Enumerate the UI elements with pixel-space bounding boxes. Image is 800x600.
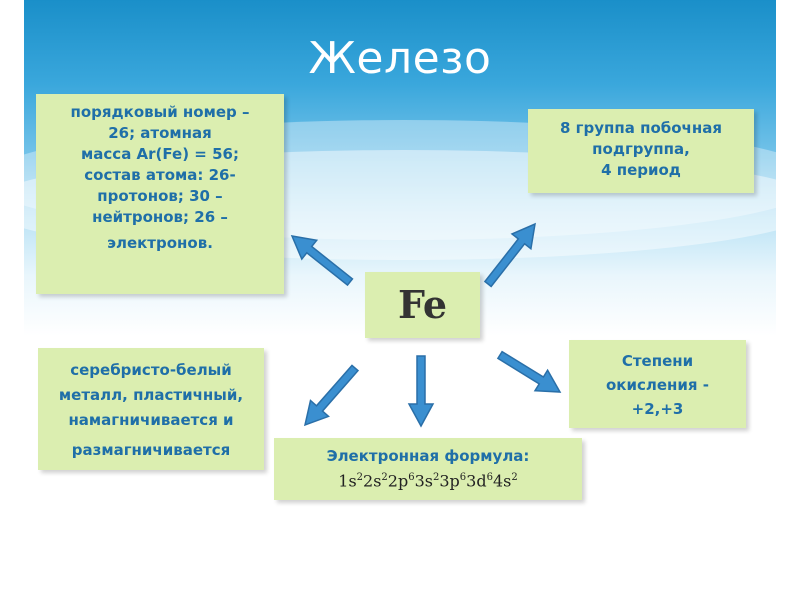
box-line: +2,+3: [631, 400, 684, 418]
box-line: Степени: [621, 352, 694, 370]
orbital-term: 3s: [414, 471, 433, 491]
group-period-box: 8 группа побочная подгруппа, 4 период: [528, 109, 754, 193]
box-line: порядковый номер –: [70, 103, 250, 121]
box-line: серебристо-белый: [70, 361, 232, 379]
orbital-electron-count: 2: [511, 472, 518, 483]
box-line: состав атома: 26-: [84, 166, 236, 184]
orbital-electron-count: 2: [381, 472, 388, 483]
orbital-term: 2p: [387, 471, 409, 491]
orbital-term: 1s: [338, 471, 357, 491]
formula-label: Электронная формула:: [326, 447, 530, 465]
oxidation-states-box: Степени окисления - +2,+3: [569, 340, 746, 428]
box-line: 26; атомная: [108, 124, 212, 142]
arrow-to-oxidation-states: [496, 350, 562, 393]
orbital-electron-count: 6: [408, 472, 415, 483]
orbital-electron-count: 6: [459, 472, 467, 483]
electron-formula: 1s22s22p63s23p63d64s2: [274, 467, 582, 491]
orbital-term: 3d: [466, 471, 487, 491]
box-line: металл, пластичный,: [58, 386, 244, 404]
box-line: 8 группа побочная: [560, 119, 722, 137]
box-line: окисления -: [605, 376, 709, 394]
orbital-term: 4s: [492, 471, 512, 491]
box-line: намагничивается и: [68, 411, 234, 429]
box-line: электронов.: [107, 234, 213, 252]
electron-formula-box: Электронная формула: 1s22s22p63s23p63d64…: [274, 438, 582, 500]
box-line: размагничивается: [71, 441, 231, 459]
arrow-to-atomic-info: [290, 235, 354, 287]
box-line: нейтронов; 26 –: [92, 208, 228, 226]
properties-box: серебристо-белый металл, пластичный, нам…: [38, 348, 264, 470]
arrow-to-properties: [303, 364, 360, 427]
atomic-info-box: порядковый номер – 26; атомная масса Ar(…: [36, 94, 284, 294]
arrow-to-group-period: [483, 222, 536, 288]
orbital-term: 3p: [439, 471, 460, 491]
box-line: подгруппа,: [592, 140, 690, 158]
orbital-electron-count: 6: [486, 472, 493, 483]
slide-title: Железо: [308, 33, 492, 84]
arrow-to-electron-formula: [407, 355, 435, 428]
box-line: протонов; 30 –: [97, 187, 223, 205]
box-line: 4 период: [601, 161, 681, 179]
orbital-electron-count: 2: [356, 472, 364, 483]
orbital-term: 2s: [363, 471, 382, 491]
orbital-electron-count: 2: [432, 472, 440, 483]
box-line: масса Ar(Fe) = 56;: [81, 145, 239, 163]
element-symbol: Fe: [365, 272, 480, 338]
